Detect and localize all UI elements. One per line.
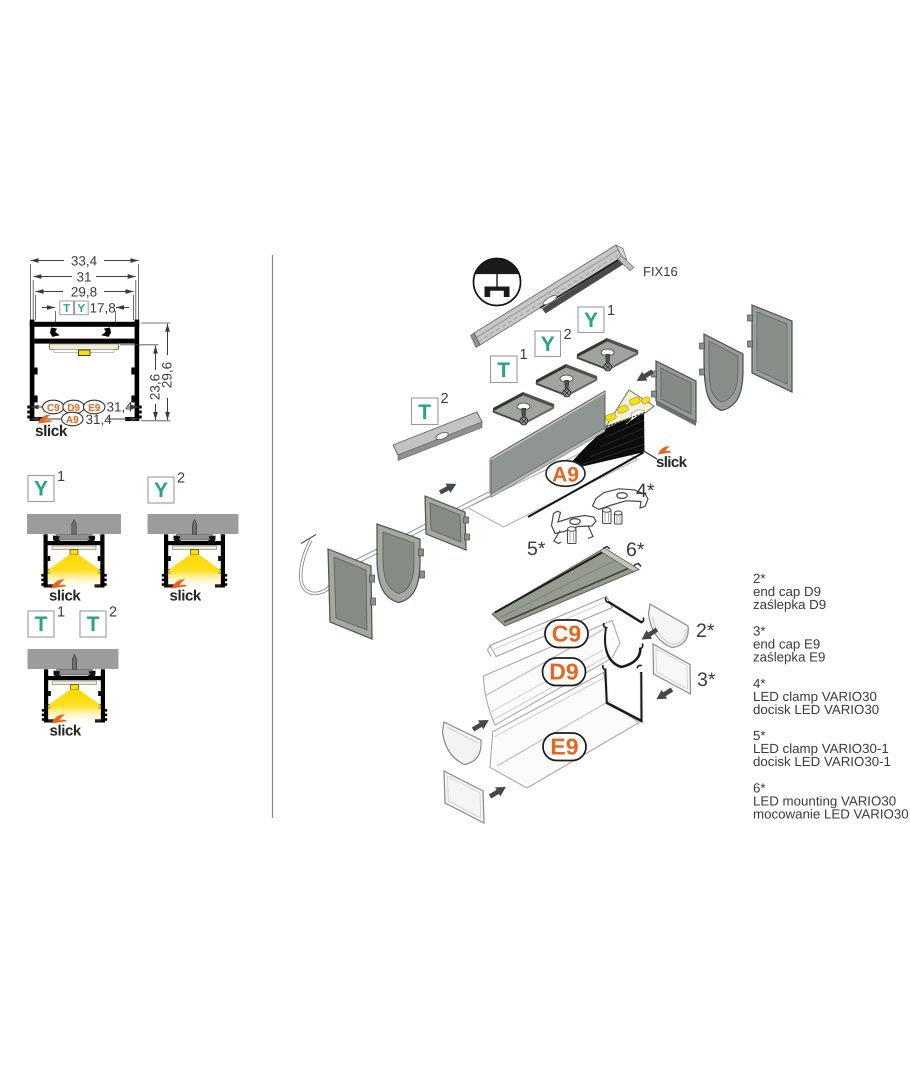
svg-text:2: 2 [564,327,572,343]
svg-text:end cap D9: end cap D9 [753,584,821,599]
svg-text:31: 31 [76,270,91,285]
svg-text:C9: C9 [47,403,60,414]
svg-text:33,4: 33,4 [71,254,98,269]
svg-text:docisk LED VARIO30: docisk LED VARIO30 [753,702,879,717]
svg-text:Y: Y [154,479,168,502]
svg-text:FIX16: FIX16 [643,264,678,279]
svg-text:29,8: 29,8 [71,285,97,300]
svg-text:slick: slick [35,423,68,440]
svg-text:2: 2 [177,471,185,487]
svg-text:1: 1 [520,347,528,363]
svg-text:LED clamp VARIO30-1: LED clamp VARIO30-1 [753,741,889,756]
svg-text:E9: E9 [88,403,101,414]
svg-text:23,6: 23,6 [148,374,163,400]
svg-text:Y: Y [77,303,85,315]
svg-text:1: 1 [57,605,65,621]
svg-text:17,8: 17,8 [90,301,116,316]
svg-text:T: T [35,613,48,636]
svg-text:29,6: 29,6 [160,362,175,388]
svg-text:docisk LED VARIO30-1: docisk LED VARIO30-1 [753,754,891,769]
svg-text:T: T [497,359,510,382]
svg-text:4*: 4* [636,480,655,502]
svg-text:slick: slick [50,723,82,740]
svg-text:slick: slick [49,588,81,605]
svg-text:4*: 4* [753,676,766,691]
svg-text:zaślepka D9: zaślepka D9 [753,597,826,612]
svg-text:T: T [63,303,70,315]
svg-text:31,4: 31,4 [86,412,113,427]
svg-text:2*: 2* [696,620,715,642]
svg-text:2: 2 [109,605,117,621]
svg-text:T: T [87,613,100,636]
svg-text:end cap E9: end cap E9 [753,636,820,651]
svg-text:2: 2 [441,391,449,407]
svg-text:1: 1 [57,469,65,485]
svg-text:Y: Y [584,309,598,332]
svg-text:T: T [418,401,431,424]
svg-text:A9: A9 [66,415,79,426]
svg-text:3*: 3* [753,623,766,638]
svg-text:31,4: 31,4 [107,400,134,415]
svg-text:5*: 5* [527,538,546,560]
svg-text:slick: slick [656,454,688,471]
svg-text:D9: D9 [67,403,80,414]
svg-text:6*: 6* [626,539,645,561]
svg-text:1: 1 [607,303,615,319]
svg-text:6*: 6* [753,781,766,796]
svg-text:LED mounting VARIO30: LED mounting VARIO30 [753,794,896,809]
svg-text:3*: 3* [697,669,716,691]
svg-text:slick: slick [170,588,202,605]
svg-text:Y: Y [34,478,48,501]
svg-text:LED clamp VARIO30: LED clamp VARIO30 [753,689,877,704]
svg-text:5*: 5* [753,728,766,743]
svg-text:2*: 2* [753,571,766,586]
svg-text:zaślepka E9: zaślepka E9 [753,649,825,664]
svg-text:E9: E9 [550,734,578,760]
svg-text:A9: A9 [552,464,579,487]
svg-text:Y: Y [541,333,555,356]
svg-text:mocowanie LED VARIO30: mocowanie LED VARIO30 [753,807,909,822]
svg-text:D9: D9 [549,659,578,685]
svg-text:C9: C9 [552,621,581,647]
